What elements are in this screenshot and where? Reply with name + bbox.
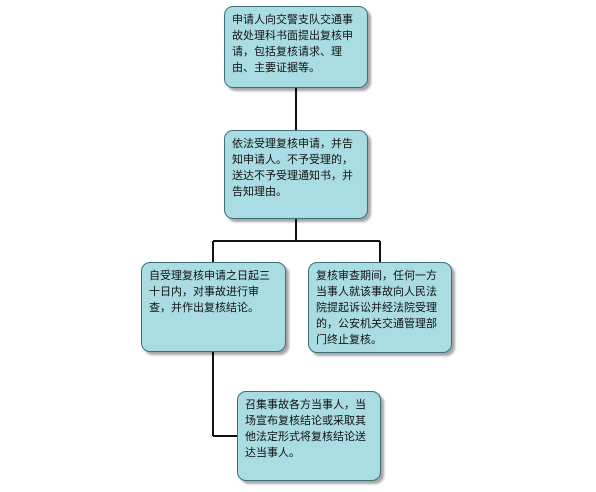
flow-step-3-text: 自受理复核申请之日起三十日内，对事故进行审查，并作出复核结论。 bbox=[149, 269, 270, 314]
flow-step-1: 申请人向交警支队交通事故处理科书面提出复核申请，包括复核请求、理由、主要证据等。 bbox=[224, 6, 368, 88]
flow-step-4: 复核审查期间，任何一方当事人就该事故向人民法院提起诉讼并经法院受理的，公安机关交… bbox=[308, 262, 452, 353]
flow-step-2-text: 依法受理复核申请，并告知申请人。不予受理的，送达不予受理通知书，并告知理由。 bbox=[232, 137, 353, 198]
flow-step-2: 依法受理复核申请，并告知申请人。不予受理的，送达不予受理通知书，并告知理由。 bbox=[224, 130, 368, 219]
flow-step-4-text: 复核审查期间，任何一方当事人就该事故向人民法院提起诉讼并经法院受理的，公安机关交… bbox=[316, 269, 437, 346]
flow-step-5-text: 召集事故各方当事人，当场宣布复核结论或采取其他法定形式将复核结论送达当事人。 bbox=[245, 398, 366, 459]
flow-step-3: 自受理复核申请之日起三十日内，对事故进行审查，并作出复核结论。 bbox=[141, 262, 286, 352]
flow-step-1-text: 申请人向交警支队交通事故处理科书面提出复核申请，包括复核请求、理由、主要证据等。 bbox=[232, 13, 353, 74]
flow-step-5: 召集事故各方当事人，当场宣布复核结论或采取其他法定形式将复核结论送达当事人。 bbox=[237, 391, 381, 481]
